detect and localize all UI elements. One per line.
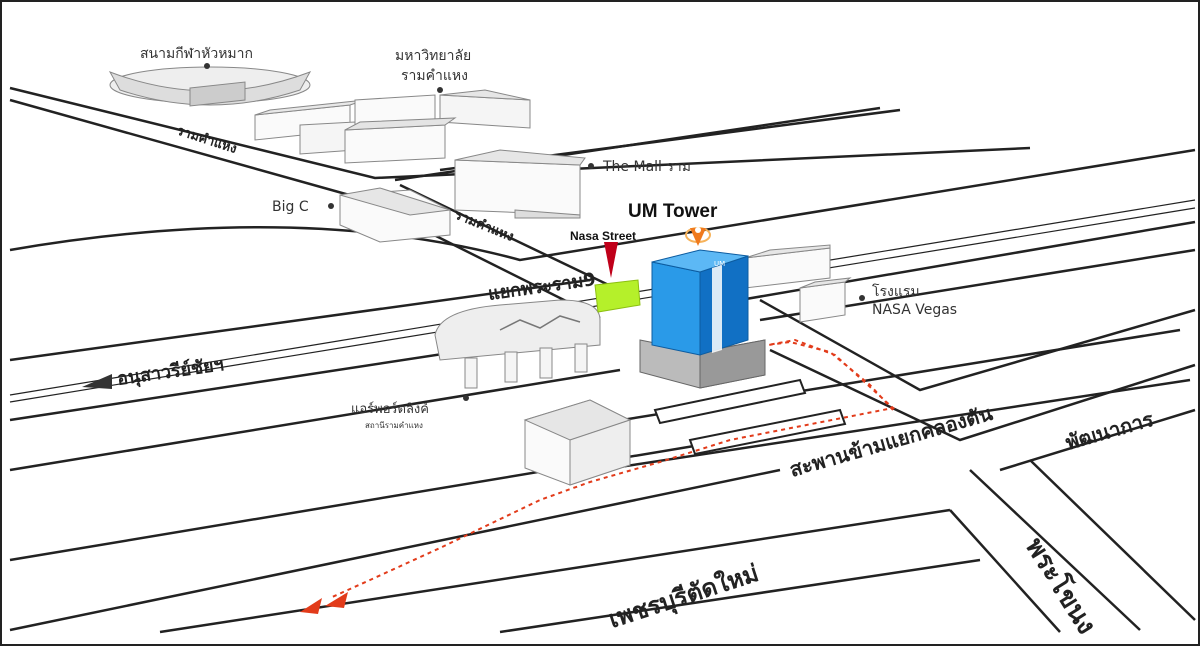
airport-link-label: แอร์พอร์ตลิงค์ <box>351 401 429 417</box>
um-tower-marker <box>685 227 711 246</box>
airport-link-station <box>434 299 601 389</box>
university-building <box>254 89 531 164</box>
buildings <box>254 89 852 486</box>
road-edge <box>1029 459 1196 621</box>
road-edge <box>999 408 1196 472</box>
road-edge <box>969 469 1141 631</box>
mall-dot <box>588 163 594 169</box>
direction-arrow-icon <box>82 374 112 389</box>
nasa-street-pin <box>604 242 618 278</box>
side-building <box>744 244 831 289</box>
road-edge <box>759 298 1196 392</box>
road-edge <box>599 378 1191 472</box>
road-edge <box>9 278 591 362</box>
route-arrow <box>300 598 322 614</box>
airport-link-dot <box>463 395 469 401</box>
the-mall-building <box>454 149 586 219</box>
stadium-label: สนามกีฬาหัวหมาก <box>140 46 253 62</box>
road-edge <box>9 86 1031 180</box>
road-edge <box>399 183 641 302</box>
road-edge <box>9 368 621 472</box>
hotel-label-line2: NASA Vegas <box>872 302 957 318</box>
big-c-dot <box>328 203 334 209</box>
route-arrow <box>325 592 348 608</box>
lower-building <box>523 399 632 486</box>
road-network <box>9 86 1196 634</box>
university-dot <box>437 87 443 93</box>
hotel-label-line1: โรงแรม <box>872 283 920 300</box>
road-edge <box>9 148 1196 262</box>
stadium-building <box>108 66 312 107</box>
um-tower: UM <box>639 249 766 389</box>
big-c-building <box>339 187 451 243</box>
big-c-label: Big C <box>272 199 309 215</box>
um-tower-title: UM Tower <box>628 201 718 222</box>
university-label-line1: มหาวิทยาลัย <box>395 48 471 64</box>
nasa-street-label: Nasa Street <box>570 229 636 243</box>
the-mall-label: The Mall ราม <box>602 159 691 175</box>
hotel-dot <box>859 295 865 301</box>
parking-block <box>653 378 807 425</box>
route-arrows <box>300 592 348 614</box>
road-edge <box>949 509 1061 633</box>
road-edge <box>9 98 361 200</box>
stadium-dot <box>204 63 210 69</box>
tower-sign: UM <box>714 260 725 268</box>
directions-route <box>329 338 896 599</box>
road-edge <box>499 558 981 634</box>
airport-link-station-label: สถานีรามคำแหง <box>365 421 423 430</box>
hotel-building <box>799 277 852 323</box>
road-edge <box>9 468 781 632</box>
road-edge <box>159 508 951 634</box>
landmark-dots <box>204 63 865 401</box>
university-label-line2: รามคำแหง <box>401 68 468 84</box>
nasa-street-block <box>594 279 641 313</box>
